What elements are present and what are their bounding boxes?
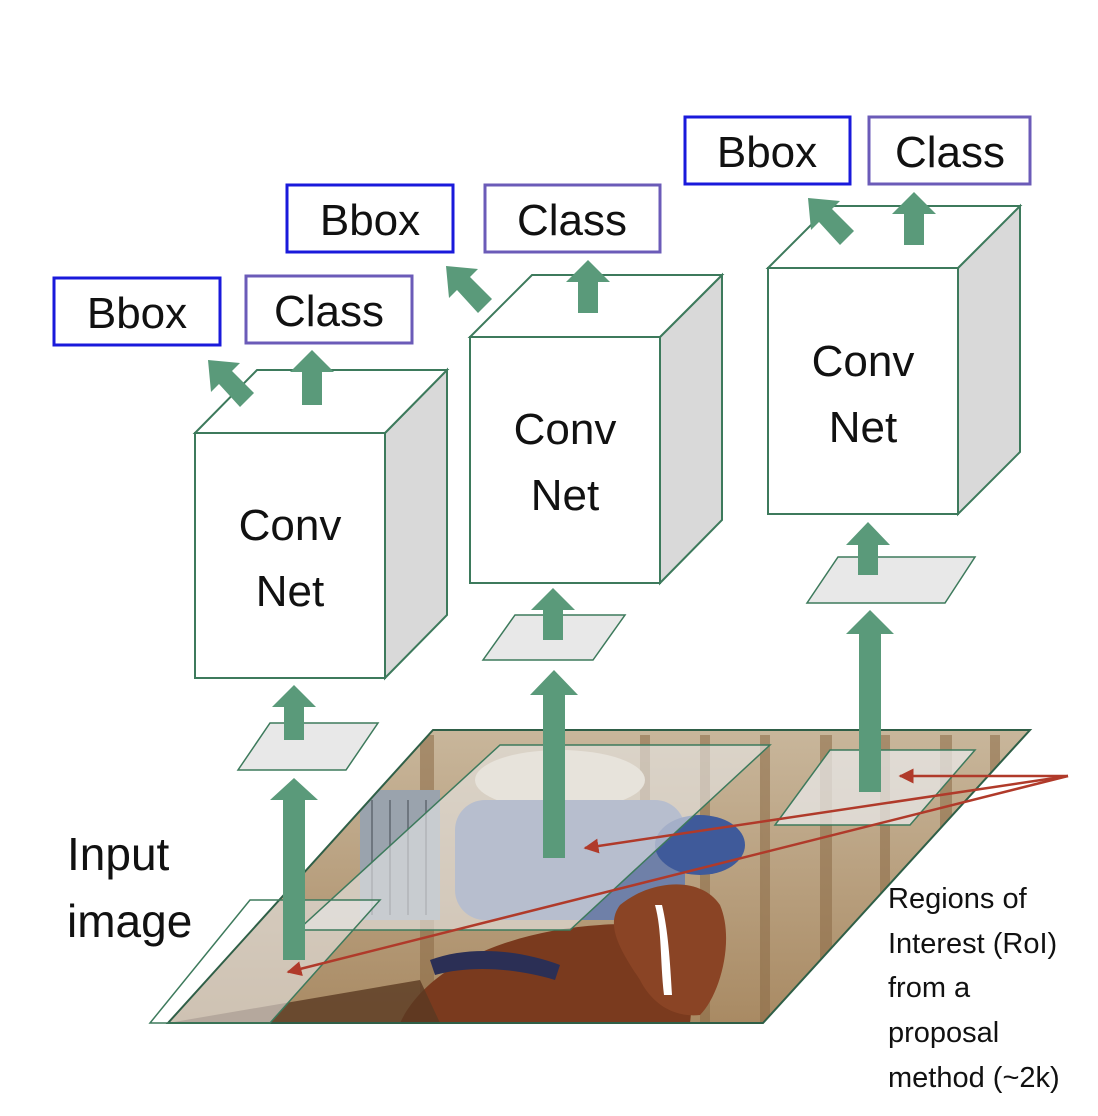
arrow-up-icon xyxy=(846,522,890,575)
convnet-label-line1: Conv xyxy=(812,337,915,386)
bbox-label: Bbox xyxy=(320,196,420,245)
bbox-output-box xyxy=(52,276,222,347)
convnet-box-left xyxy=(192,367,450,681)
convnet-label-line2: Net xyxy=(829,403,897,452)
convnet-label-line1: Conv xyxy=(239,501,342,550)
arrow-up-icon xyxy=(846,610,894,792)
roi-label-line1: Regions of xyxy=(888,883,1028,915)
arrow-up-icon xyxy=(270,778,318,960)
convnet-label-line2: Net xyxy=(531,471,599,520)
arrow-up-icon xyxy=(272,685,316,740)
arrow-up-icon xyxy=(566,260,610,313)
convnet-box-middle xyxy=(467,272,725,586)
input-image-label-line1: Input xyxy=(67,828,170,880)
roi-label-line2: Interest (RoI) xyxy=(888,928,1057,960)
arrow-diagonal-icon xyxy=(208,360,254,407)
class-output-box xyxy=(867,115,1032,186)
roi-region-large xyxy=(298,745,770,930)
roi-pointer-arrows xyxy=(286,768,1069,976)
arrow-up-icon xyxy=(531,588,575,640)
class-output-box xyxy=(483,183,662,254)
roi-label-line3: from a xyxy=(888,972,971,1004)
convnet-label-line1: Conv xyxy=(514,405,617,454)
bbox-output-box xyxy=(285,183,455,254)
input-image-photo xyxy=(148,729,1033,1024)
class-output-box xyxy=(244,274,414,345)
roi-label-line5: method (~2k) xyxy=(888,1062,1060,1094)
convnet-box-right xyxy=(765,203,1023,517)
convnet-label-line2: Net xyxy=(256,567,324,616)
arrow-up-icon xyxy=(290,350,334,405)
roi-label-line4: proposal xyxy=(888,1017,999,1049)
roi-warp-left xyxy=(236,722,380,771)
class-label: Class xyxy=(517,196,627,245)
arrow-up-icon xyxy=(892,192,936,245)
class-label: Class xyxy=(895,128,1005,177)
arrow-up-icon xyxy=(530,670,578,858)
class-label: Class xyxy=(274,287,384,336)
arrow-diagonal-icon xyxy=(446,266,492,313)
roi-warp-right xyxy=(805,556,977,604)
bbox-label: Bbox xyxy=(87,289,187,338)
input-image-label-line2: image xyxy=(67,895,192,947)
bbox-output-box xyxy=(683,115,852,186)
bbox-label: Bbox xyxy=(717,128,817,177)
arrow-diagonal-icon xyxy=(808,198,854,245)
